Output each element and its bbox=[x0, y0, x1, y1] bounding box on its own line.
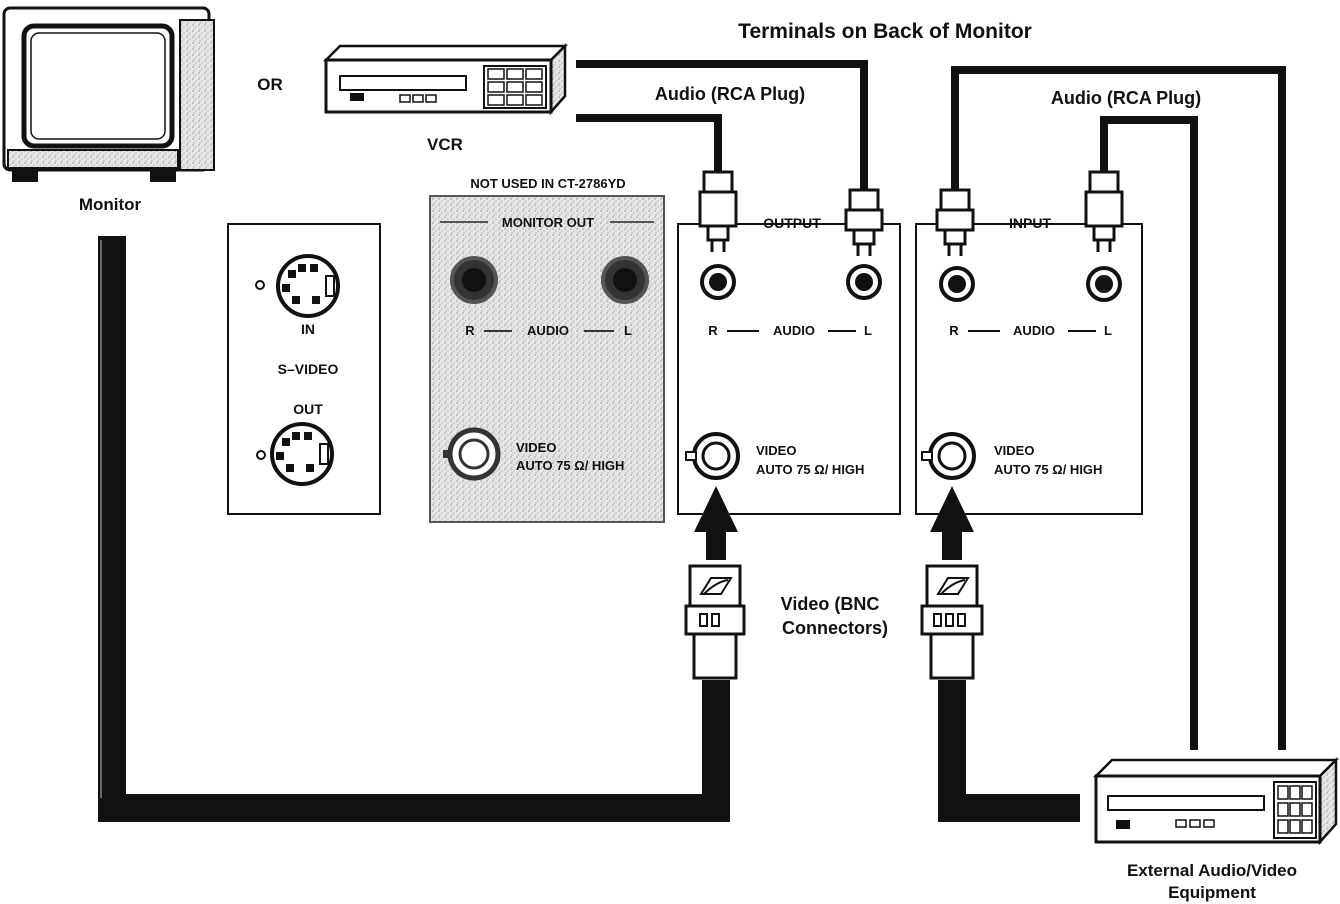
output-audio-label: AUDIO bbox=[773, 323, 815, 338]
monitor-out-l-label: L bbox=[624, 323, 632, 338]
svideo-in-label: IN bbox=[301, 321, 315, 337]
diagram-title: Terminals on Back of Monitor bbox=[738, 20, 1032, 43]
rca-plug-input-r bbox=[935, 188, 975, 256]
output-panel: OUTPUT R AUDIO L VIDEO AUTO 75 Ω/ HIGH bbox=[677, 215, 901, 515]
input-video-label: VIDEO bbox=[994, 443, 1034, 458]
monitor-out-header: MONITOR OUT bbox=[502, 215, 594, 230]
video-bnc-label-line2: Connectors) bbox=[782, 618, 888, 638]
input-l-label: L bbox=[1104, 323, 1112, 338]
external-equipment-label-line1: External Audio/Video bbox=[1127, 861, 1297, 880]
audio-rca-label-left: Audio (RCA Plug) bbox=[655, 84, 805, 104]
monitor-out-panel: MONITOR OUT R AUDIO L VIDEO AUTO 75 Ω/ H… bbox=[429, 195, 665, 523]
audio-cables bbox=[576, 60, 1286, 750]
output-video-label: VIDEO bbox=[756, 443, 796, 458]
output-l-label: L bbox=[864, 323, 872, 338]
monitor-tv-icon bbox=[2, 6, 215, 182]
svideo-panel: IN S–VIDEO OUT bbox=[227, 223, 381, 515]
svideo-out-jack[interactable] bbox=[256, 422, 334, 486]
monitor-out-r-label: R bbox=[465, 323, 475, 338]
audio-rca-label-right: Audio (RCA Plug) bbox=[1051, 88, 1201, 108]
output-video-spec: AUTO 75 Ω/ HIGH bbox=[756, 462, 864, 477]
input-panel: INPUT R AUDIO L VIDEO AUTO 75 Ω/ HIGH bbox=[915, 215, 1143, 515]
input-audio-label: AUDIO bbox=[1013, 323, 1055, 338]
rca-plug-output-r bbox=[698, 170, 738, 252]
output-header: OUTPUT bbox=[763, 215, 821, 231]
rca-plug-input-l bbox=[1084, 170, 1124, 252]
external-av-equipment-icon bbox=[1092, 756, 1340, 846]
arrow-up-icon bbox=[694, 486, 738, 560]
vcr-label: VCR bbox=[427, 135, 463, 154]
svideo-out-label: OUT bbox=[293, 401, 323, 417]
svideo-in-jack[interactable] bbox=[255, 254, 340, 318]
bnc-connector-input bbox=[920, 564, 984, 680]
video-bnc-label-line1: Video (BNC bbox=[781, 594, 880, 614]
external-equipment-label-line2: Equipment bbox=[1168, 883, 1256, 902]
arrow-up-icon bbox=[930, 486, 974, 560]
output-r-label: R bbox=[708, 323, 718, 338]
input-r-label: R bbox=[949, 323, 959, 338]
input-header: INPUT bbox=[1009, 215, 1051, 231]
not-used-note: NOT USED IN CT-2786YD bbox=[470, 176, 625, 191]
or-label: OR bbox=[257, 75, 283, 94]
video-cables bbox=[98, 236, 1080, 822]
monitor-out-audio-label: AUDIO bbox=[527, 323, 569, 338]
svideo-title: S–VIDEO bbox=[278, 361, 339, 377]
vcr-icon bbox=[322, 42, 569, 116]
monitor-out-video-label: VIDEO bbox=[516, 440, 556, 455]
rca-plug-output-l bbox=[844, 188, 884, 256]
monitor-out-video-spec: AUTO 75 Ω/ HIGH bbox=[516, 458, 624, 473]
input-video-spec: AUTO 75 Ω/ HIGH bbox=[994, 462, 1102, 477]
monitor-label: Monitor bbox=[79, 195, 142, 214]
bnc-connector-output bbox=[684, 564, 746, 680]
